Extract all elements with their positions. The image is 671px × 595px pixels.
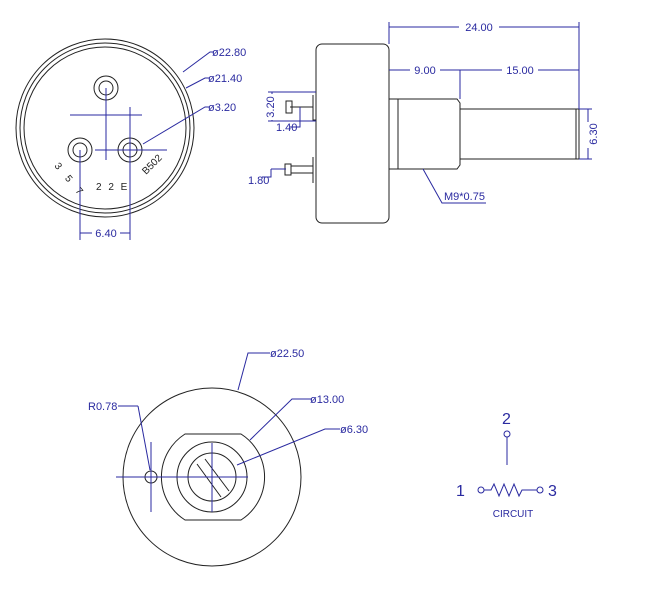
centerlines bbox=[116, 442, 248, 512]
lower-pin bbox=[284, 157, 314, 183]
marking-code1: 3 5 7 bbox=[52, 161, 88, 200]
dim-bg bbox=[92, 227, 120, 239]
dim-thread-length: 9.00 bbox=[414, 65, 435, 77]
dim-bg bbox=[582, 122, 594, 148]
circuit-diagram: 2 1 3 CIRCUIT bbox=[456, 411, 557, 520]
rear-view: ø22.50 R0.78 ø13.00 ø6.30 bbox=[88, 348, 368, 567]
dim-bg bbox=[410, 63, 440, 75]
marking-code2: 2 2 E bbox=[96, 182, 129, 193]
dim-inner-dia: ø21.40 bbox=[208, 73, 242, 85]
terminal-1 bbox=[477, 486, 485, 494]
rim-3 bbox=[23, 46, 187, 210]
dim-radius: R0.78 bbox=[88, 401, 117, 413]
dim-shaft-length: 15.00 bbox=[506, 65, 534, 77]
outer-rim bbox=[15, 38, 195, 218]
leaders bbox=[142, 51, 214, 145]
flatted-bushing bbox=[160, 433, 266, 521]
circuit-label: CIRCUIT bbox=[493, 509, 534, 520]
dim-outer-dia: ø22.80 bbox=[212, 47, 246, 59]
centerlines bbox=[70, 88, 167, 240]
leaders bbox=[118, 352, 340, 471]
rim-2 bbox=[19, 42, 191, 214]
front-view: 6.40 ø22.80 ø21.40 ø3.20 3 5 7 2 2 E B50… bbox=[15, 38, 246, 240]
resistor-symbol bbox=[484, 482, 537, 498]
dim-shaft-dia: 6.30 bbox=[588, 123, 600, 144]
upper-pin bbox=[285, 95, 316, 121]
pin-2-label: 2 bbox=[502, 411, 511, 428]
dim-outer-dia: ø22.50 bbox=[270, 348, 304, 360]
dim-lines bbox=[388, 22, 592, 160]
pin-1-label: 1 bbox=[456, 483, 465, 500]
dim-bg bbox=[459, 20, 499, 32]
shaft bbox=[460, 108, 580, 160]
dim-bg bbox=[264, 94, 276, 120]
dim-pin-offset: 3.20 bbox=[265, 96, 277, 117]
side-view: 24.00 9.00 15.00 6.30 3.20 1.40 1.80 M9*… bbox=[248, 20, 600, 224]
thread-leader bbox=[422, 168, 486, 204]
dim-pin-dia: ø3.20 bbox=[208, 102, 236, 114]
dim-bg bbox=[502, 63, 538, 75]
terminal-3 bbox=[536, 486, 544, 494]
dim-shaft-dia: ø6.30 bbox=[340, 424, 368, 436]
dim-bushing-dia: ø13.00 bbox=[310, 394, 344, 406]
dim-pin-spacing: 6.40 bbox=[95, 228, 116, 240]
dim-pin-dia: 1.80 bbox=[248, 175, 269, 187]
terminal-2 bbox=[503, 430, 511, 438]
body bbox=[315, 43, 390, 224]
marking-code3: B502 bbox=[140, 153, 165, 178]
pin-3-label: 3 bbox=[548, 483, 557, 500]
dim-total-length: 24.00 bbox=[465, 22, 493, 34]
dim-thread: M9*0.75 bbox=[444, 191, 485, 203]
shaft-slot bbox=[196, 458, 230, 498]
dim-pin-width: 1.40 bbox=[276, 122, 297, 134]
threaded-bushing bbox=[389, 98, 461, 170]
